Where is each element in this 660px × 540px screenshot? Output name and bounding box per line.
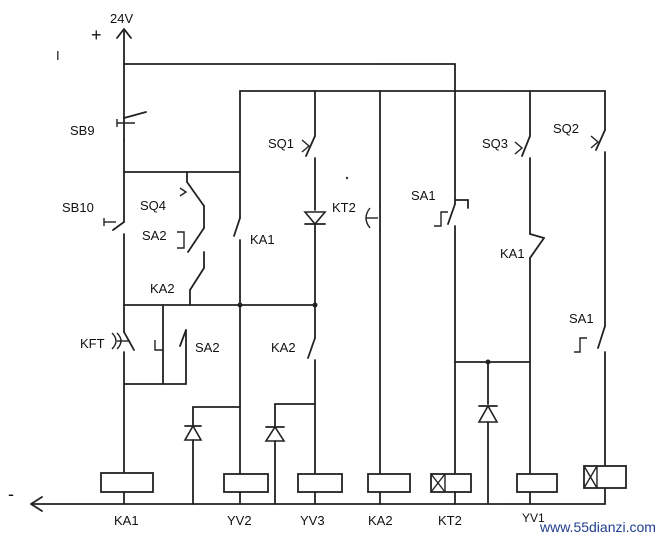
branch-kt2	[430, 90, 531, 505]
branch-ka1	[100, 63, 316, 505]
coil-label-yv2: YV2	[227, 513, 252, 528]
label-sq4: SQ4	[140, 198, 166, 213]
supply-minus-sign: -	[8, 484, 14, 504]
ka1-right-contact-icon	[529, 233, 545, 259]
ka2-left-contact-icon	[189, 267, 205, 291]
sa2-top-switch-icon	[177, 227, 205, 253]
label-sb10: SB10	[62, 200, 94, 215]
label-sa1-ka2: SA1	[411, 188, 436, 203]
coil-yv3	[297, 473, 343, 493]
diode-yv3-icon	[264, 425, 286, 442]
positive-rail	[123, 63, 606, 92]
label-ka1-right: KA1	[500, 246, 525, 261]
coil-yv2	[223, 473, 269, 493]
coil-yv1	[516, 473, 558, 493]
branch-yv3	[264, 90, 343, 505]
coil-right	[583, 465, 627, 489]
supply-positive-arrow-icon	[116, 28, 132, 65]
sb9-pushbutton-icon	[116, 111, 147, 141]
diode-yv2-icon	[183, 424, 203, 441]
sb10-pushbutton-icon	[103, 218, 125, 231]
branch-sa2-bottom	[123, 304, 187, 385]
label-sq3: SQ3	[482, 136, 508, 151]
diode-kt2-icon	[303, 211, 327, 226]
coil-ka2	[367, 473, 411, 493]
coil-ka1	[100, 472, 154, 493]
label-ka1-branch: KA1	[250, 232, 275, 247]
supply-plus-sign: +	[91, 25, 102, 45]
kft-contact-icon	[111, 331, 135, 351]
branch-yv1	[514, 90, 558, 505]
label-sa1-right: SA1	[569, 311, 594, 326]
label-kt2: KT2	[332, 200, 356, 215]
coil-label-yv1: YV1	[522, 511, 545, 525]
coil-kt2	[430, 473, 472, 493]
ka1-branch-contact-icon	[233, 217, 241, 237]
label-sb9: SB9	[70, 123, 95, 138]
sq2-limit-switch-icon	[590, 129, 606, 151]
sa1-ka2-switch-icon	[434, 199, 469, 227]
coil-label-ka2: KA2	[368, 513, 393, 528]
label-ka2-yv3: KA2	[271, 340, 296, 355]
stray-dot	[345, 176, 349, 180]
label-sa2-bottom: SA2	[195, 340, 220, 355]
branch-ka2	[365, 90, 411, 505]
sq4-limit-switch-icon	[179, 181, 205, 207]
sa1-right-switch-icon	[574, 325, 606, 353]
negative-rail	[30, 496, 606, 512]
coil-label-yv3: YV3	[300, 513, 325, 528]
label-sq2: SQ2	[553, 121, 579, 136]
label-sa2-top: SA2	[142, 228, 167, 243]
branch-yv2	[183, 90, 269, 505]
branch-right	[574, 90, 627, 505]
diode-kt2-branch-icon	[477, 404, 499, 423]
sq3-limit-switch-icon	[514, 135, 531, 157]
label-ka2-left: KA2	[150, 281, 175, 296]
kt2-delay-contact-icon	[365, 205, 381, 231]
coil-label-ka1: KA1	[114, 513, 139, 528]
coil-label-kt2: KT2	[438, 513, 462, 528]
branch-sq4-sa2-ka2	[177, 171, 205, 306]
label-kft: KFT	[80, 336, 105, 351]
label-sq1: SQ1	[268, 136, 294, 151]
supply-voltage-label: 24V	[110, 11, 133, 26]
watermark: www.55dianzi.com	[539, 519, 656, 535]
ka2-yv3-contact-icon	[307, 337, 316, 359]
sq1-limit-switch-icon	[301, 135, 316, 157]
supply-mark: I	[56, 48, 60, 63]
